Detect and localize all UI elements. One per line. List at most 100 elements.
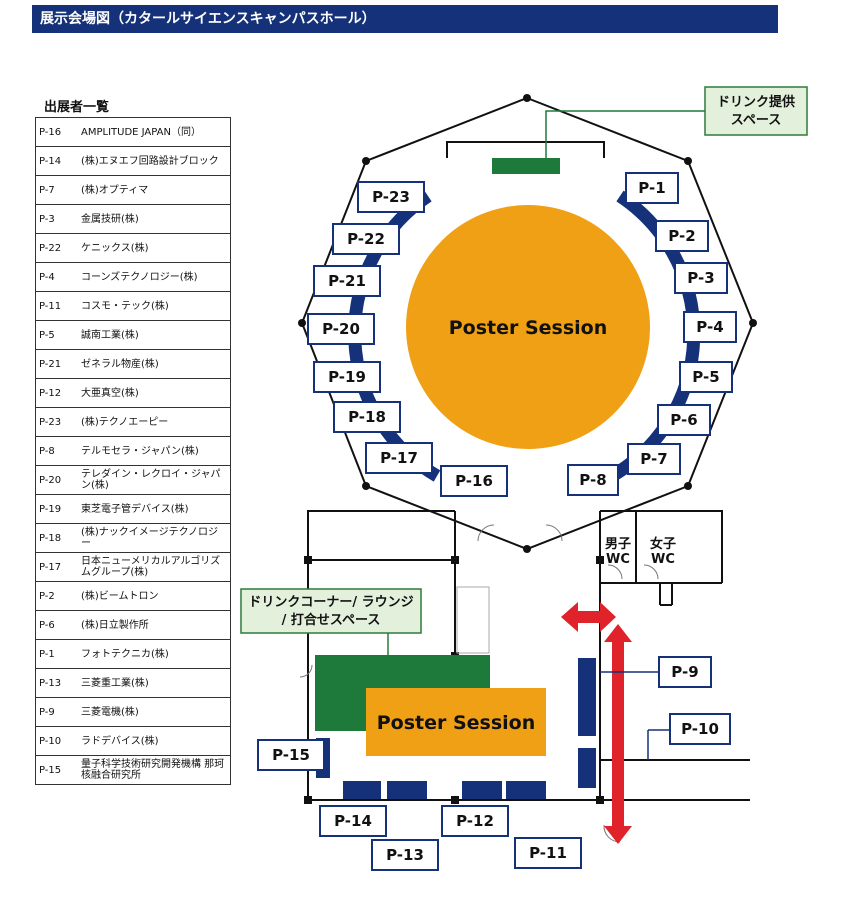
lower-walls	[307, 510, 750, 801]
exhibitor-code: P-11	[35, 291, 78, 321]
drink-space-callout	[704, 86, 808, 136]
booth-box-p22	[332, 223, 400, 255]
exhibitor-name: AMPLITUDE JAPAN（同）	[78, 117, 231, 147]
drink-space-leader	[545, 110, 705, 158]
booth-box-p5	[679, 361, 733, 393]
exhibitor-code: P-7	[35, 175, 78, 205]
booth-label-p3: P-3	[687, 269, 714, 287]
exhibitor-code: P-15	[35, 755, 78, 785]
booth-box-p7	[627, 443, 681, 475]
booth-box-p15	[257, 739, 325, 771]
exhibitor-row: P-6(株)日立製作所	[35, 610, 231, 640]
booth-box-p23	[357, 181, 425, 213]
booth-box-p1	[625, 172, 679, 204]
booth-label-p8: P-8	[579, 471, 606, 489]
booth-label-p5: P-5	[692, 368, 719, 386]
booth-box-p18	[333, 401, 401, 433]
booth-label-p16: P-16	[455, 472, 493, 490]
drink-space-label: ドリンク提供スペース	[717, 94, 795, 128]
exhibitor-name: テルモセラ・ジャパン(株)	[78, 436, 231, 466]
booth-label-p23: P-23	[372, 188, 410, 206]
booth-box-p2	[655, 220, 709, 252]
exhibitor-code: P-6	[35, 610, 78, 640]
exhibitor-name: ゼネラル物産(株)	[78, 349, 231, 379]
booth-label-p9: P-9	[671, 663, 698, 681]
exhibitor-name: ラドデバイス(株)	[78, 726, 231, 756]
booth-label-p2: P-2	[668, 227, 695, 245]
exhibitor-code: P-3	[35, 204, 78, 234]
booth-box-p8	[567, 464, 619, 496]
booth-box-p3	[674, 262, 728, 294]
poster-session-label-1: Poster Session	[449, 317, 608, 339]
drink-table	[492, 158, 560, 174]
booth-box-p17	[365, 442, 433, 474]
booth-label-p12: P-12	[456, 812, 494, 830]
booth-label-p7: P-7	[640, 450, 667, 468]
booth-label-p14: P-14	[334, 812, 372, 830]
exhibitor-name: 東芝電子管デバイス(株)	[78, 494, 231, 524]
exhibitor-name: テレダイン・レクロイ・ジャパン(株)	[78, 465, 231, 495]
booth-label-p20: P-20	[322, 320, 360, 338]
booth-label-p10: P-10	[681, 720, 719, 738]
red-arrows	[561, 602, 632, 844]
poster-session-circle	[406, 205, 650, 449]
booth-box-p11	[514, 837, 582, 869]
exhibitor-name: 金属技研(株)	[78, 204, 231, 234]
exhibitor-name: 量子科学技術研究開発機構 那珂核融合研究所	[78, 755, 231, 785]
booth-label-p4: P-4	[696, 318, 723, 336]
booth-box-p16	[440, 465, 508, 497]
booth-labels: P-1P-2P-3P-4P-5P-6P-7P-8P-23P-22P-21P-20…	[257, 172, 737, 871]
booth-label-p18: P-18	[348, 408, 386, 426]
booth-label-p6: P-6	[670, 411, 697, 429]
exhibitor-name: 大亜真空(株)	[78, 378, 231, 408]
booth-box-p19	[313, 361, 381, 393]
poster-session-label-2: Poster Session	[377, 712, 536, 734]
booth-box-p6	[657, 404, 711, 436]
exhibitor-code: P-22	[35, 233, 78, 263]
poster-session-rect	[366, 688, 546, 756]
booth-label-p11: P-11	[529, 844, 567, 862]
booth-box-p20	[307, 313, 375, 345]
drink-corner-label: ドリンクコーナー/ ラウンジ/ 打合せスペース	[248, 595, 413, 628]
booth-box-p12	[441, 805, 509, 837]
exhibitor-list-title: 出展者一覧	[44, 100, 110, 115]
storage-box	[456, 586, 490, 654]
booth-box-p4	[683, 311, 737, 343]
exhibitor-name: コーンズテクノロジー(株)	[78, 262, 231, 292]
booth-box-p21	[313, 265, 381, 297]
exhibitor-row: P-14(株)エヌエフ回路設計ブロック	[35, 146, 231, 176]
booth-label-p21: P-21	[328, 272, 366, 290]
counter-bracket	[446, 141, 605, 158]
booth-label-p13: P-13	[386, 846, 424, 864]
exhibitor-name: コスモ・テック(株)	[78, 291, 231, 321]
booth-label-p15: P-15	[272, 746, 310, 764]
exhibitor-name: 三菱重工業(株)	[78, 668, 231, 698]
booth-label-p17: P-17	[380, 449, 418, 467]
drink-corner-callout	[240, 588, 422, 634]
exhibitor-name: ケニックス(株)	[78, 233, 231, 263]
exhibitor-code: P-16	[35, 117, 78, 147]
booth-label-p19: P-19	[328, 368, 366, 386]
octagon-vertex-dots	[298, 94, 757, 553]
booth-box-p13	[371, 839, 439, 871]
booth-box-p14	[319, 805, 387, 837]
exhibitor-row: P-18(株)ナックイメージテクノロジー	[35, 523, 231, 553]
exhibitor-code: P-2	[35, 581, 78, 611]
booth-label-p22: P-22	[347, 230, 385, 248]
exhibitor-code: P-21	[35, 349, 78, 379]
booth-box-p10	[669, 713, 731, 745]
